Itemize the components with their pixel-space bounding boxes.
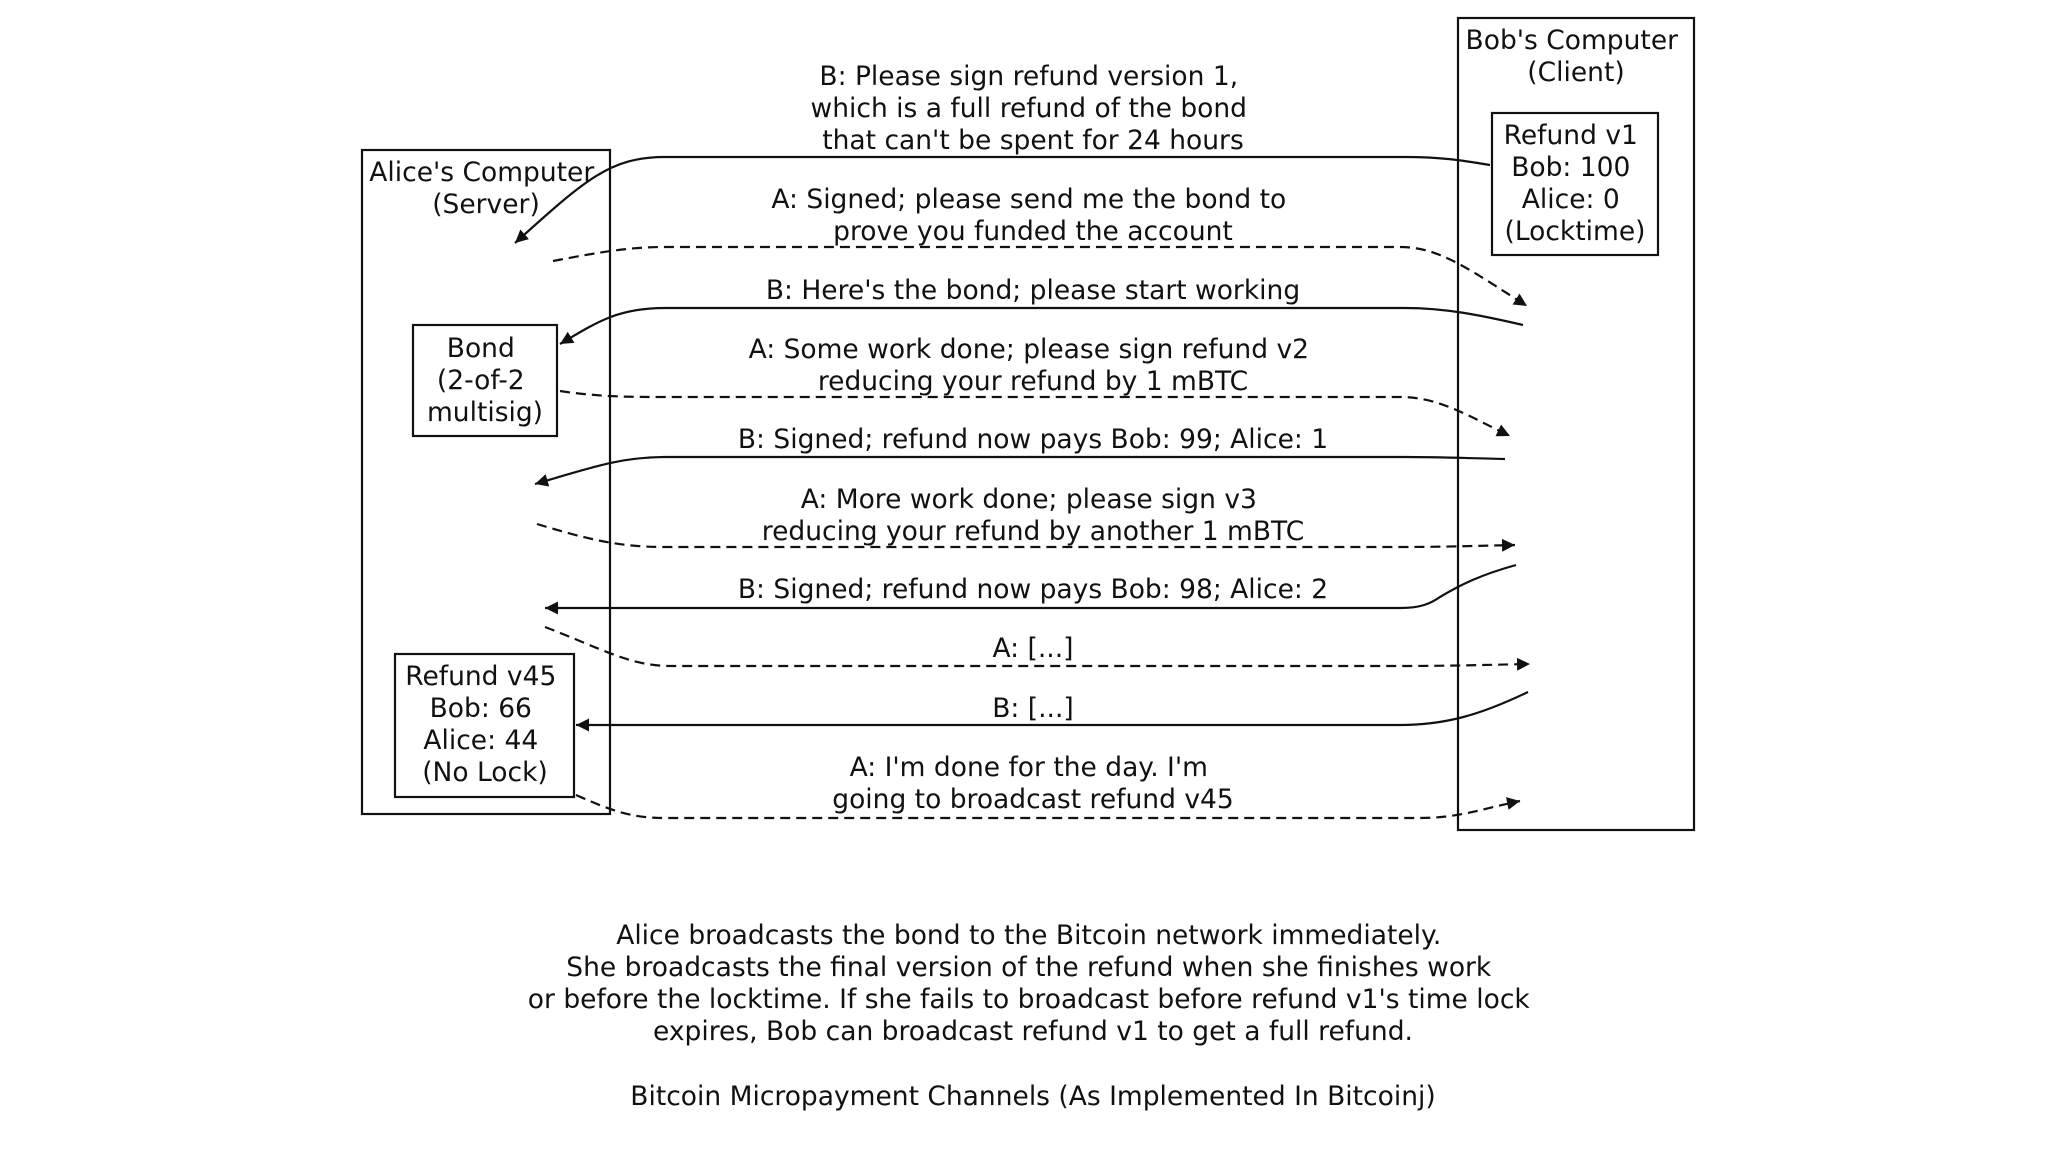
message-1-line: which is a full refund of the bond	[811, 93, 1247, 124]
refund-v45-label: Refund v45 Bob: 66 Alice: 44 (No Lock)	[405, 661, 565, 788]
message-2-line: A: Signed; please send me the bond to	[771, 184, 1286, 215]
bob-panel-title: Bob's Computer (Client)	[1466, 25, 1687, 88]
bond-box	[411, 323, 559, 438]
alice-panel-title-line: (Server)	[432, 189, 540, 220]
bond-line: Bond	[447, 333, 515, 364]
refund-v45-line: (No Lock)	[422, 757, 548, 788]
caption-line: expires, Bob can broadcast refund v1 to …	[653, 1016, 1413, 1047]
message-7-line: B: Signed; refund now pays Bob: 98; Alic…	[738, 574, 1328, 605]
message-6-arrow	[536, 522, 1516, 552]
message-6-line: A: More work done; please sign v3	[801, 484, 1257, 515]
refund-v1-label: Refund v1 Bob: 100 Alice: 0 (Locktime)	[1504, 120, 1647, 247]
bob-panel-title-line: Bob's Computer	[1466, 25, 1679, 56]
diagram-title: Bitcoin Micropayment Channels (As Implem…	[630, 1081, 1435, 1112]
bond-line: (2-of-2	[437, 365, 525, 396]
message-9-label: B: [...]	[992, 693, 1073, 724]
message-9-line: B: [...]	[992, 693, 1073, 724]
message-10-line: A: I'm done for the day. I'm	[850, 752, 1208, 783]
message-3-label: B: Here's the bond; please start working	[766, 275, 1300, 306]
message-7-arrow	[545, 563, 1517, 615]
message-5-line: B: Signed; refund now pays Bob: 99; Alic…	[738, 424, 1328, 455]
message-2-line: prove you funded the account	[833, 216, 1233, 247]
caption-line: She broadcasts the final version of the …	[566, 952, 1492, 983]
message-4-label: A: Some work done; please sign refund v2…	[749, 334, 1318, 397]
message-6-line: reducing your refund by another 1 mBTC	[762, 516, 1304, 547]
bob-panel-title-line: (Client)	[1527, 57, 1624, 88]
refund-v45-line: Bob: 66	[430, 693, 532, 724]
message-10-line: going to broadcast refund v45	[832, 784, 1234, 815]
refund-v45-line: Refund v45	[405, 661, 556, 692]
message-1-line: B: Please sign refund version 1,	[819, 61, 1238, 92]
message-9-arrow	[576, 691, 1529, 732]
message-8-arrow	[544, 625, 1531, 671]
alice-panel-title: Alice's Computer (Server)	[369, 157, 602, 220]
refund-v1-line: Refund v1	[1504, 120, 1638, 151]
message-3-arrow	[559, 306, 1524, 345]
message-6-label: A: More work done; please sign v3 reduci…	[762, 484, 1304, 547]
message-1-line: that can't be spent for 24 hours	[822, 125, 1244, 156]
message-2-arrow	[552, 245, 1528, 307]
message-2-label: A: Signed; please send me the bond to pr…	[771, 184, 1294, 247]
alice-panel-title-line: Alice's Computer	[369, 157, 594, 188]
refund-v45-line: Alice: 44	[423, 725, 538, 756]
caption-line: Alice broadcasts the bond to the Bitcoin…	[616, 920, 1441, 951]
message-1-arrow	[514, 155, 1491, 244]
message-1-label: B: Please sign refund version 1, which i…	[811, 61, 1256, 156]
message-7-label: B: Signed; refund now pays Bob: 98; Alic…	[738, 574, 1328, 605]
refund-v45-box	[393, 652, 576, 799]
message-5-label: B: Signed; refund now pays Bob: 99; Alic…	[738, 424, 1328, 455]
message-8-line: A: [...]	[993, 633, 1074, 664]
message-10-label: A: I'm done for the day. I'm going to br…	[832, 752, 1234, 815]
refund-v1-line: (Locktime)	[1505, 216, 1646, 247]
caption: Alice broadcasts the bond to the Bitcoin…	[528, 920, 1538, 1047]
message-4-line: reducing your refund by 1 mBTC	[818, 366, 1248, 397]
caption-line: or before the locktime. If she fails to …	[528, 984, 1531, 1015]
refund-v1-box	[1490, 111, 1660, 257]
message-5-arrow	[534, 455, 1506, 487]
refund-v1-line: Bob: 100	[1511, 152, 1630, 183]
message-4-arrow	[559, 389, 1511, 437]
message-8-label: A: [...]	[993, 633, 1074, 664]
message-4-line: A: Some work done; please sign refund v2	[749, 334, 1309, 365]
refund-v1-line: Alice: 0	[1522, 184, 1620, 215]
message-3-line: B: Here's the bond; please start working	[766, 275, 1300, 306]
message-10-arrow	[575, 793, 1521, 820]
bond-label: Bond (2-of-2 multisig)	[427, 333, 543, 428]
bond-line: multisig)	[427, 397, 543, 428]
